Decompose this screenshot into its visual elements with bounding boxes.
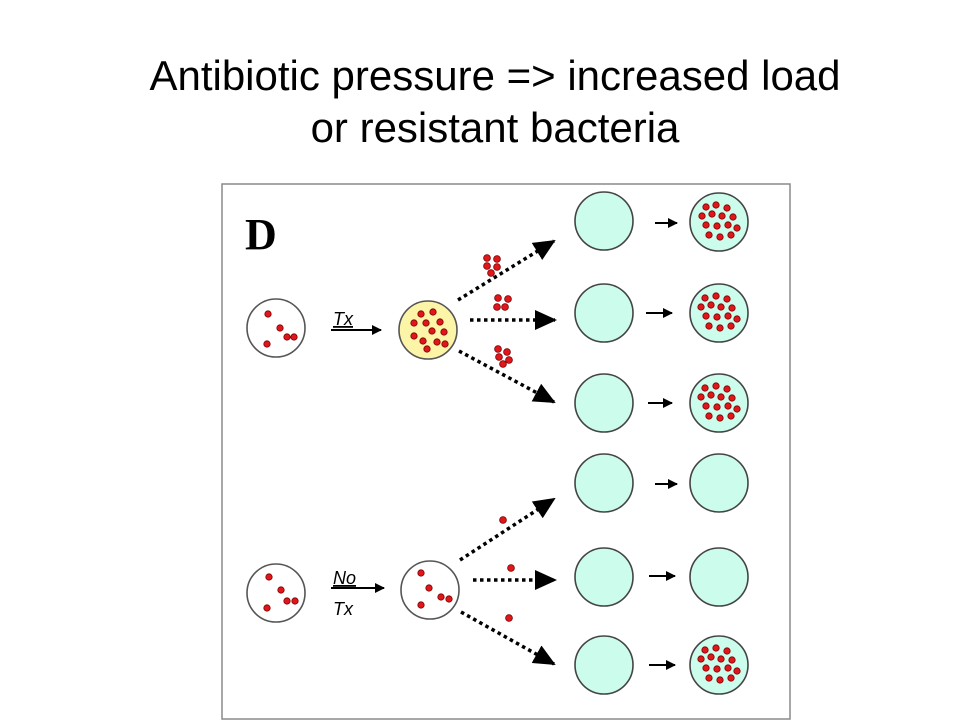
bacterium — [276, 324, 284, 332]
bacterium — [433, 338, 441, 346]
panel-label: D — [245, 210, 277, 259]
bacterium — [417, 569, 425, 577]
bacterium — [417, 310, 425, 318]
bacterium — [436, 318, 444, 326]
bacterium — [423, 345, 431, 353]
bacterium — [277, 586, 285, 594]
recipient-host-2 — [574, 283, 634, 343]
recipient-outcome-6-infected — [689, 635, 749, 695]
bacterium — [417, 601, 425, 609]
recipient-outcome-4-clear — [689, 453, 749, 513]
bacterium — [445, 595, 453, 603]
bacterium — [263, 340, 271, 348]
transmission-diagram: D Tx — [221, 183, 791, 720]
bacterium — [428, 327, 436, 335]
bacterium — [265, 573, 273, 581]
bacterium — [441, 340, 449, 348]
transmitted-bacterium — [499, 516, 507, 524]
recipient-outcome-2-infected — [689, 283, 749, 343]
title-line-2: or resistant bacteria — [310, 104, 680, 151]
bacterium — [283, 597, 291, 605]
treated-host-amplified — [398, 300, 458, 360]
bacterium — [264, 310, 272, 318]
recipient-host-3 — [574, 373, 634, 433]
recipient-outcome-3-infected — [689, 373, 749, 433]
bacterium — [422, 319, 430, 327]
bacterium — [291, 597, 299, 605]
untreated-host — [400, 560, 460, 620]
bacterium — [440, 328, 448, 336]
bacterium — [419, 337, 427, 345]
bacterium — [283, 333, 291, 341]
transmitted-bacteria-cluster — [494, 345, 513, 368]
recipient-host-6 — [574, 635, 634, 695]
transmitted-bacteria-cluster — [493, 294, 512, 311]
transmission-arrow-upper — [459, 497, 556, 562]
bacterium — [410, 319, 418, 327]
recipient-host-5 — [574, 547, 634, 607]
transmitted-bacterium — [507, 564, 515, 572]
slide-title: Antibiotic pressure => increased load or… — [0, 50, 960, 154]
title-line-1: Antibiotic pressure => increased load — [149, 52, 841, 99]
no-treatment-label-line-2: Tx — [333, 599, 354, 619]
transmitted-bacterium — [505, 614, 513, 622]
bacterium — [290, 333, 298, 341]
treated-source-host — [246, 298, 306, 358]
untreated-transmission-arrows — [459, 497, 557, 666]
bacterium — [263, 604, 271, 612]
recipient-outcome-5-clear — [689, 547, 749, 607]
untreated-source-host — [246, 563, 306, 623]
no-treatment-label-line-1: No — [333, 568, 356, 588]
bacterium — [429, 308, 437, 316]
recipient-host-1 — [574, 191, 634, 251]
treatment-label: Tx — [333, 309, 354, 329]
bacterium — [437, 593, 445, 601]
recipient-host-4 — [574, 453, 634, 513]
transmitted-bacteria-cluster — [483, 254, 501, 277]
recipient-outcome-1-infected — [689, 192, 749, 252]
treated-transmission-arrows — [457, 239, 557, 404]
bacterium — [410, 332, 418, 340]
transmission-arrow-upper — [457, 239, 556, 302]
bacterium — [425, 584, 433, 592]
figure-frame — [221, 183, 791, 720]
